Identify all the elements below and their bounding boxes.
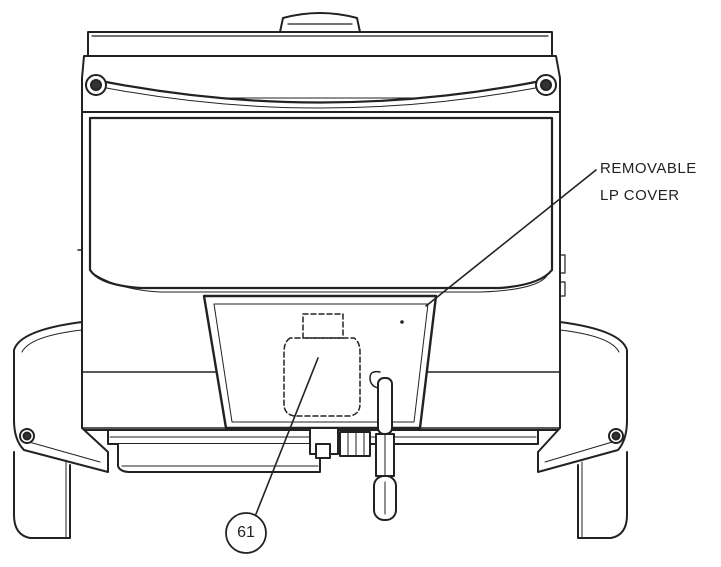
lp-tank xyxy=(283,313,361,417)
part-number-label: 61 xyxy=(237,524,255,541)
roof-cap xyxy=(87,31,553,57)
part-leader-line xyxy=(255,357,319,515)
tire-right xyxy=(577,451,628,539)
fender-left xyxy=(13,321,109,473)
callout-label-line2: LP COVER xyxy=(600,187,680,204)
front-window xyxy=(88,116,554,293)
upper-body xyxy=(81,55,561,113)
roof-vent xyxy=(279,12,361,33)
part-number-circle xyxy=(225,512,267,554)
callout-label-line1: REMOVABLE xyxy=(600,160,697,177)
callout-leader-line xyxy=(425,169,597,307)
tongue-jack xyxy=(369,370,397,521)
marker-light-right xyxy=(535,74,557,96)
lp-cover xyxy=(202,294,438,430)
hitch-coupler xyxy=(309,427,371,459)
fender-right xyxy=(537,321,628,473)
marker-light-left xyxy=(85,74,107,96)
tire-left xyxy=(13,451,71,539)
